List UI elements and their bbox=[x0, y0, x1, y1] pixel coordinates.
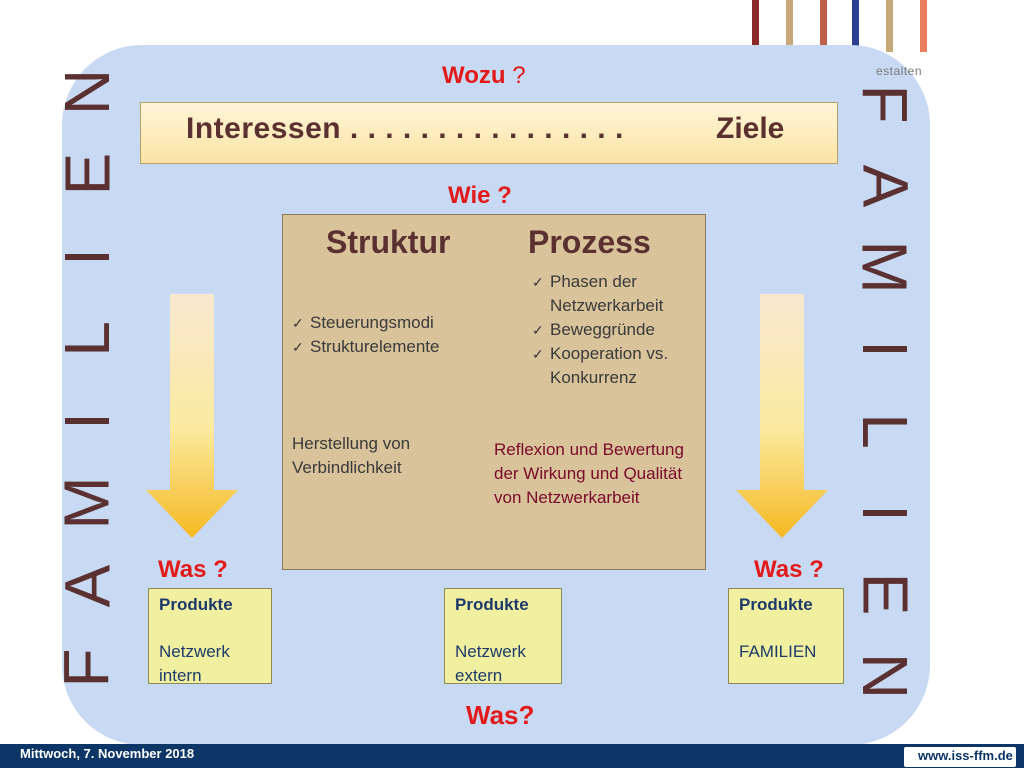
logo-stripe bbox=[852, 0, 859, 52]
prozess-title: Prozess bbox=[528, 224, 651, 260]
prozess-list: ✓ Phasen der Netzwerkarbeit ✓ Beweggründe ✓ K… bbox=[532, 270, 702, 390]
struktur-list: ✓ Steuerungsmodi ✓ Strukturelemente bbox=[292, 311, 439, 359]
prozess-item-text: Kooperation vs. Konkurrenz bbox=[550, 344, 669, 387]
product-heading: Produkte bbox=[159, 595, 233, 614]
vertical-left-letter: L bbox=[51, 321, 123, 357]
was-label-right: Was ? bbox=[754, 556, 824, 583]
vertical-left-letter: N bbox=[51, 68, 123, 116]
logo-stripe bbox=[920, 0, 927, 52]
vertical-right-letter: N bbox=[849, 652, 921, 700]
product-body: FAMILIEN bbox=[739, 642, 817, 661]
check-icon: ✓ bbox=[532, 346, 544, 362]
vertical-left-letter: F bbox=[51, 648, 123, 688]
struktur-title: Struktur bbox=[326, 224, 451, 260]
vertical-right-letter: A bbox=[849, 164, 921, 208]
vertical-right-letter: I bbox=[849, 340, 921, 358]
prozess-item: ✓ Beweggründe bbox=[532, 318, 702, 342]
vertical-right-letter: E bbox=[849, 572, 921, 616]
product-body: Netzwerk extern bbox=[455, 642, 526, 685]
check-icon: ✓ bbox=[292, 339, 304, 355]
vertical-left-letter: A bbox=[51, 564, 123, 608]
footer-date: Mittwoch, 7. November 2018 bbox=[20, 746, 195, 761]
wozu-heading: Wozu ? bbox=[442, 62, 526, 90]
logo-stripe bbox=[752, 0, 759, 52]
herstellung-text: Herstellung von Verbindlichkeit bbox=[292, 434, 411, 477]
product-body: Netzwerk intern bbox=[159, 642, 230, 685]
product-heading: Produkte bbox=[739, 595, 813, 614]
goals-label: Ziele bbox=[716, 112, 785, 145]
struktur-item: ✓ Strukturelemente bbox=[292, 335, 439, 359]
prozess-item-text: Beweggründe bbox=[550, 320, 655, 339]
prozess-item-text: Phasen der Netzwerkarbeit bbox=[550, 272, 664, 315]
vertical-right-letter: I bbox=[849, 503, 921, 522]
vertical-right-letter: F bbox=[849, 84, 921, 124]
wozu-label: Wozu bbox=[442, 62, 506, 89]
vertical-right-letter: M bbox=[849, 240, 921, 295]
struktur-item: ✓ Steuerungsmodi bbox=[292, 311, 439, 335]
check-icon: ✓ bbox=[532, 274, 544, 290]
vertical-left-letter: M bbox=[51, 476, 123, 531]
check-icon: ✓ bbox=[292, 315, 304, 331]
vertical-right-letter: L bbox=[849, 413, 921, 449]
vertical-left-letter: I bbox=[51, 247, 123, 266]
struktur-item-text: Steuerungsmodi bbox=[310, 313, 434, 332]
vertical-left-letter: E bbox=[51, 152, 123, 196]
logo-stripe bbox=[886, 0, 893, 52]
reflexion-text: Reflexion und Bewertung der Wirkung und … bbox=[494, 440, 684, 507]
product-box-families: Produkte FAMILIEN bbox=[728, 588, 844, 684]
product-box-external: Produkte Netzwerk extern bbox=[444, 588, 562, 685]
logo-stripe bbox=[820, 0, 827, 52]
was-label-left: Was ? bbox=[158, 556, 228, 583]
logo-text: estalten bbox=[876, 64, 923, 78]
wozu-mark: ? bbox=[512, 62, 526, 89]
logo-stripe bbox=[786, 0, 793, 52]
product-box-internal: Produkte Netzwerk intern bbox=[148, 588, 272, 685]
wie-heading: Wie ? bbox=[448, 182, 512, 209]
footer-url[interactable]: www.iss-ffm.de bbox=[918, 748, 1013, 763]
structure-process-box bbox=[282, 214, 706, 570]
down-arrow-left bbox=[146, 294, 238, 538]
prozess-item: ✓ Phasen der Netzwerkarbeit bbox=[532, 270, 702, 318]
check-icon: ✓ bbox=[532, 322, 544, 338]
interest-box bbox=[140, 102, 838, 164]
vertical-left-letter: I bbox=[51, 412, 123, 431]
struktur-item-text: Strukturelemente bbox=[310, 337, 440, 356]
prozess-item: ✓ Kooperation vs. Konkurrenz bbox=[532, 342, 702, 390]
product-heading: Produkte bbox=[455, 595, 529, 614]
footer-bar bbox=[0, 744, 1024, 768]
footer-url-box bbox=[904, 747, 1016, 767]
interest-label: Interessen . . . . . . . . . . . . . . .… bbox=[186, 112, 624, 145]
down-arrow-right bbox=[736, 294, 828, 538]
was-label-bottom: Was? bbox=[466, 700, 535, 730]
